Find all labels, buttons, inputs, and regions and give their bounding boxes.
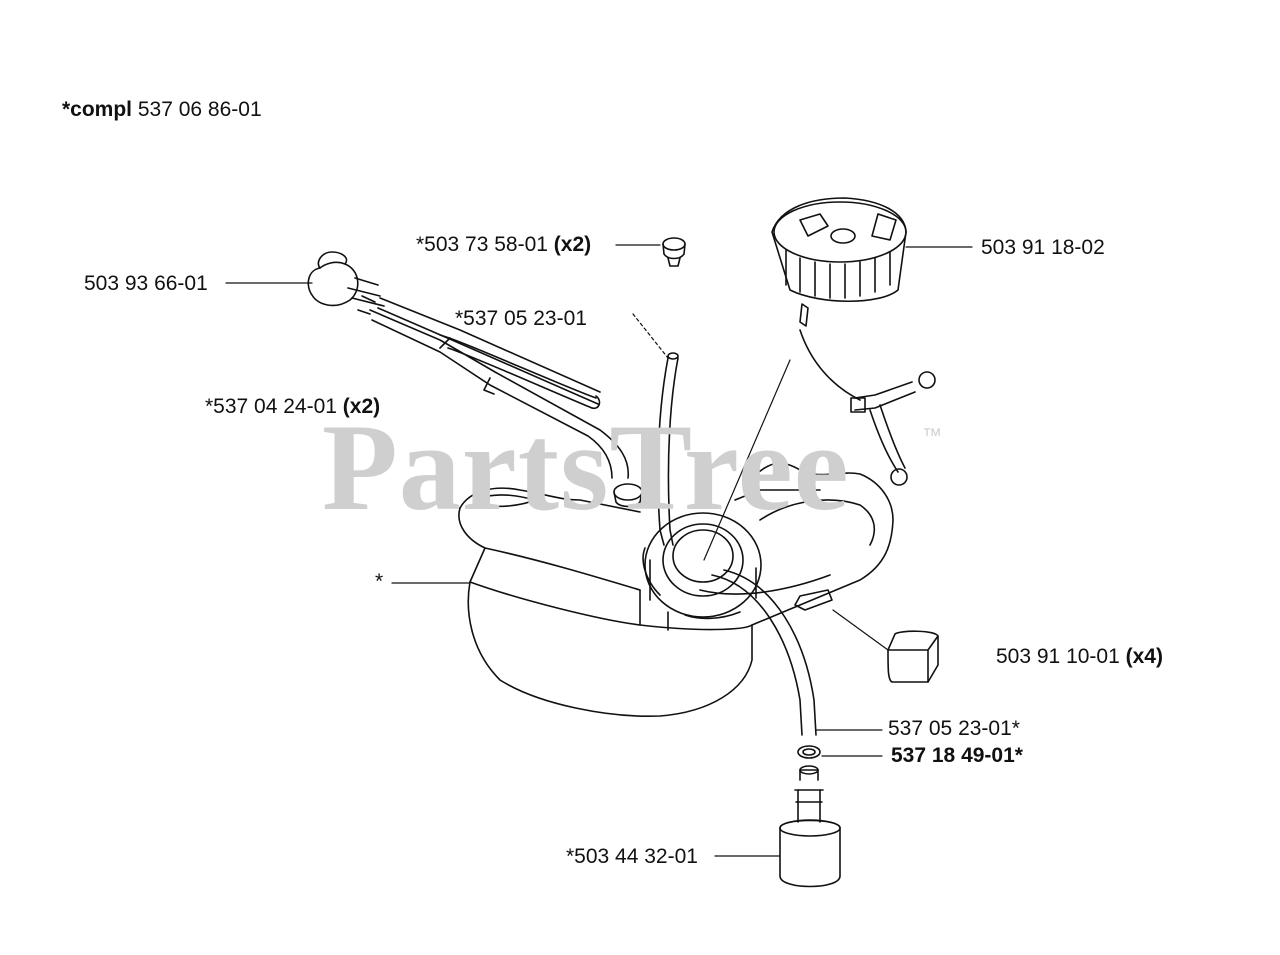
callout-ring[interactable]: 537 18 49-01* — [891, 744, 1023, 768]
callout-grommet-qty: (x2) — [553, 233, 592, 256]
fuel-tank — [458, 462, 894, 717]
filler-neck — [642, 512, 762, 631]
callout-grommet[interactable]: *503 73 58-01 (x2) — [416, 233, 591, 257]
callout-hose-lower[interactable]: 537 05 23-01* — [888, 717, 1020, 741]
header-bold: *compl — [62, 98, 133, 121]
leader-lines — [225, 244, 973, 857]
callout-fuel-cap[interactable]: 503 91 18-02 — [981, 236, 1105, 260]
header-label: *compl 537 06 86-01 — [62, 98, 262, 122]
callout-tank[interactable]: * — [375, 570, 383, 594]
callout-fuel-cap-text: 503 91 18-02 — [981, 236, 1105, 259]
callout-return-hoses-text: *537 04 24-01 — [205, 395, 337, 418]
damper-block — [794, 589, 939, 683]
callout-hose-lower-text: 537 05 23-01* — [888, 717, 1020, 740]
fuel-filter — [779, 765, 841, 888]
watermark: PartsTree — [322, 399, 850, 536]
callout-primer-bulb[interactable]: 503 93 66-01 — [84, 272, 208, 296]
callout-grommet-text: *503 73 58-01 — [416, 233, 548, 256]
header-number: 537 06 86-01 — [137, 98, 262, 121]
callout-damper-qty: (x4) — [1125, 645, 1163, 668]
callout-ring-text: 537 18 49-01* — [891, 744, 1023, 767]
callout-hose-upper[interactable]: *537 05 23-01 — [455, 307, 587, 331]
fuel-cap — [771, 197, 936, 486]
callout-filter-text: *503 44 32-01 — [566, 845, 698, 868]
callout-hose-upper-text: *537 05 23-01 — [455, 307, 587, 330]
callout-primer-bulb-text: 503 93 66-01 — [84, 272, 208, 295]
pickup-hose — [711, 569, 821, 759]
callout-damper[interactable]: 503 91 10-01 (x4) — [996, 645, 1163, 669]
primer-bulb — [307, 251, 629, 479]
callout-return-hoses[interactable]: *537 04 24-01 (x2) — [205, 395, 380, 419]
callout-tank-text: * — [375, 570, 384, 593]
trademark-symbol: ™ — [922, 425, 942, 447]
callout-filter[interactable]: *503 44 32-01 — [566, 845, 698, 869]
callout-return-hoses-qty: (x2) — [342, 395, 381, 418]
vent-hose — [657, 352, 679, 546]
grommets — [613, 237, 686, 508]
callout-damper-text: 503 91 10-01 — [996, 645, 1120, 668]
